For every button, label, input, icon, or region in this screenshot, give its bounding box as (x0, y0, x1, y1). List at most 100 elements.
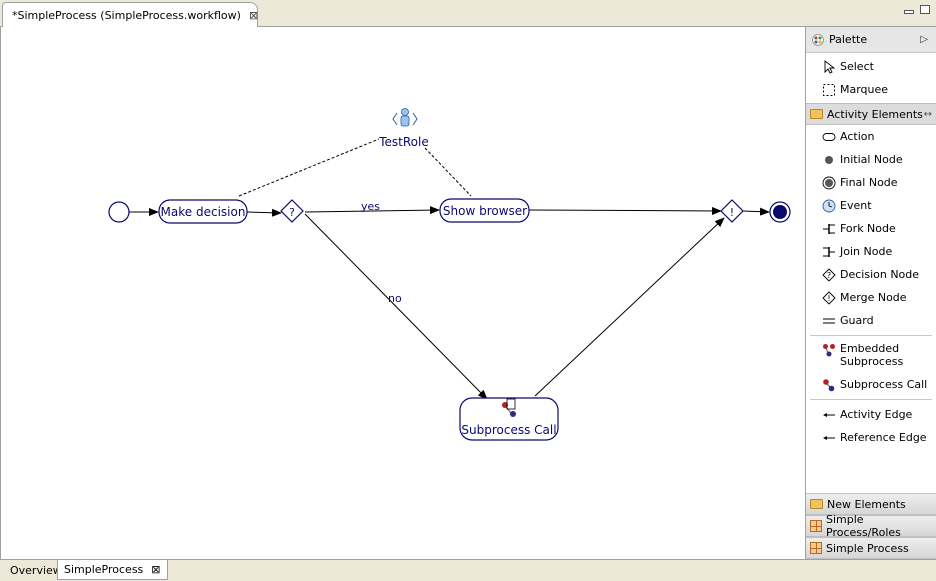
subprocess-call-icon (502, 398, 516, 417)
edge-yes[interactable] (304, 206, 440, 215)
grid-drawer-icon (810, 520, 822, 532)
initial-node[interactable] (108, 201, 130, 223)
decision-node-symbol: ? (289, 206, 295, 219)
role-link-make-decision (238, 138, 380, 197)
palette-item-decision-node[interactable]: ? Decision Node (806, 263, 936, 286)
palette-item-subprocess-call[interactable]: Subprocess Call (806, 373, 936, 396)
editor-tab-title: *SimpleProcess (SimpleProcess.workflow) (12, 8, 241, 22)
fork-node-icon (822, 222, 836, 236)
drawer-label: Simple Process (826, 541, 909, 555)
palette-item-label: Merge Node (840, 291, 907, 304)
window-controls (904, 5, 930, 14)
drawer-simple-process-roles[interactable]: Simple Process/Roles (806, 513, 936, 539)
palette-item-guard[interactable]: Guard (806, 309, 936, 332)
palette-item-action[interactable]: Action (806, 125, 936, 148)
palette-tool-label: Select (840, 60, 874, 73)
arrow-cursor-icon (822, 59, 836, 74)
palette-item-label: Initial Node (840, 153, 903, 166)
palette-item-merge-node[interactable]: ! Merge Node (806, 286, 936, 309)
palette-drawers-bottom: New Elements Simple Process/Roles Simple… (806, 493, 936, 559)
palette-title: Palette (829, 33, 868, 46)
activity-edge-icon (822, 408, 836, 422)
tab-label: SimpleProcess (64, 563, 144, 576)
subprocess-call-node[interactable] (459, 397, 559, 441)
palette-tool-label: Marquee (840, 83, 889, 96)
palette-item-activity-edge[interactable]: Activity Edge (806, 403, 936, 426)
editor-tab[interactable]: *SimpleProcess (SimpleProcess.workflow) … (2, 2, 258, 27)
palette-separator (810, 335, 932, 336)
action-icon (822, 130, 836, 144)
palette-item-initial-node[interactable]: Initial Node (806, 148, 936, 171)
svg-text:!: ! (827, 294, 830, 303)
palette-item-embedded-subprocess[interactable]: Embedded Subprocess (806, 339, 936, 373)
event-icon (822, 199, 836, 213)
edge-subprocess-to-merge[interactable] (534, 217, 725, 397)
folder-icon (810, 499, 823, 509)
drawer-simple-process[interactable]: Simple Process (806, 537, 936, 559)
merge-node-symbol: ! (730, 206, 734, 219)
bottom-tab-bar: Overview SimpleProcess ⊠ (0, 559, 936, 581)
palette-item-label: Final Node (840, 176, 898, 189)
palette-item-reference-edge[interactable]: Reference Edge (806, 426, 936, 449)
role-label: TestRole (378, 135, 429, 149)
decision-node[interactable] (280, 199, 304, 223)
drawer-new-elements[interactable]: New Elements (806, 493, 936, 515)
subprocess-call-icon (822, 378, 836, 392)
edge-show-browser-to-merge[interactable] (528, 206, 722, 215)
role-icon[interactable] (392, 108, 418, 127)
minimize-button[interactable] (904, 10, 914, 14)
maximize-button[interactable] (920, 5, 930, 14)
join-node-icon (822, 245, 836, 259)
drawer-label: New Elements (827, 497, 906, 511)
palette-item-label: Action (840, 130, 875, 143)
drawer-label: Activity Elements (827, 107, 923, 121)
close-icon[interactable]: ⊠ (248, 8, 259, 22)
guard-icon (822, 314, 836, 328)
action-show-browser[interactable] (439, 198, 530, 223)
palette-item-label: Subprocess Call (840, 378, 928, 391)
edge-no-label: no (388, 292, 402, 305)
final-node-core (773, 205, 787, 219)
subprocess-call-label: Subprocess Call (461, 423, 556, 437)
palette-item-label: Event (840, 199, 872, 212)
folder-open-icon (810, 109, 823, 119)
palette-tool-select[interactable]: Select (806, 55, 936, 78)
palette: Palette ▷ Select Marquee Activity Elemen… (805, 27, 936, 559)
embedded-subprocess-icon (822, 343, 836, 357)
marquee-icon (822, 83, 836, 97)
diagram-canvas[interactable]: yes no Make decision ? Show browser ! Te… (0, 27, 805, 559)
merge-node-icon: ! (822, 290, 836, 305)
palette-item-label: Decision Node (840, 268, 920, 281)
editor-tab-bar: *SimpleProcess (SimpleProcess.workflow) … (0, 0, 936, 27)
drawer-activity-elements[interactable]: Activity Elements ↔ (806, 103, 936, 125)
final-node-icon (822, 176, 836, 190)
merge-node[interactable] (720, 199, 744, 223)
palette-item-join-node[interactable]: Join Node (806, 240, 936, 263)
pin-icon[interactable]: ↔ (923, 108, 932, 120)
palette-item-final-node[interactable]: Final Node (806, 171, 936, 194)
palette-item-fork-node[interactable]: Fork Node (806, 217, 936, 240)
palette-item-event[interactable]: Event (806, 194, 936, 217)
grid-drawer-icon (810, 542, 822, 554)
action-make-decision-label: Make decision (161, 205, 246, 219)
palette-tool-marquee[interactable]: Marquee (806, 78, 936, 101)
palette-item-label: Guard (840, 314, 874, 327)
edge-no[interactable] (304, 213, 488, 400)
edge-merge-to-final[interactable] (742, 207, 770, 216)
role-link-show-browser (424, 147, 472, 197)
palette-item-label: Join Node (840, 245, 893, 258)
collapse-arrow-icon[interactable]: ▷ (920, 34, 928, 45)
palette-item-label: Fork Node (840, 222, 896, 235)
palette-item-label: Activity Edge (840, 408, 913, 421)
palette-item-label: Embedded Subprocess (840, 342, 904, 368)
tab-simpleprocess[interactable]: SimpleProcess ⊠ (57, 560, 168, 580)
palette-header[interactable]: Palette ▷ (806, 27, 936, 53)
palette-item-label: Reference Edge (840, 431, 927, 444)
reference-edge-icon (822, 431, 836, 445)
workflow-diagram[interactable]: yes no Make decision ? Show browser ! Te… (1, 27, 806, 559)
action-make-decision[interactable] (158, 199, 248, 224)
edge-make-decision-to-decision[interactable] (246, 208, 282, 217)
decision-node-icon: ? (822, 267, 836, 282)
drawer-label: Simple Process/Roles (826, 513, 901, 539)
close-icon[interactable]: ⊠ (151, 563, 161, 576)
